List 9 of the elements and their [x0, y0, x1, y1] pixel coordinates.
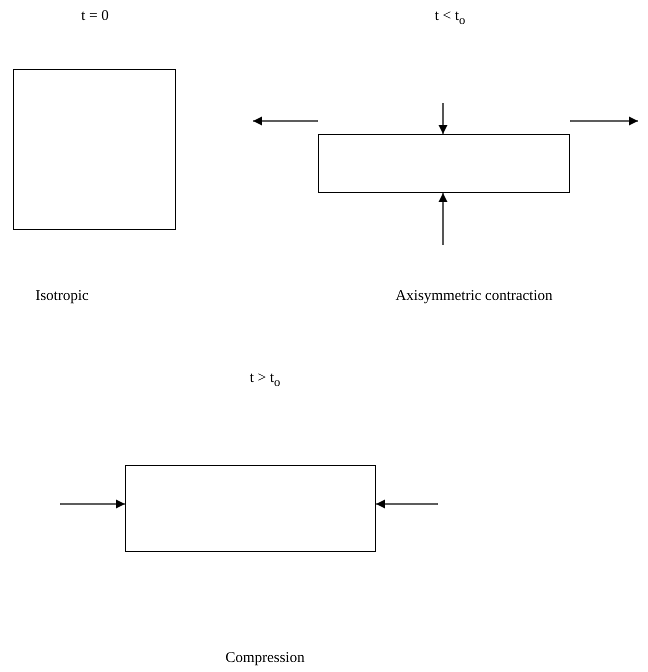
state-caption: Isotropic — [35, 288, 89, 305]
state-caption: Axisymmetric contraction — [395, 288, 553, 305]
time-condition-label: t = 0 — [81, 8, 109, 25]
time-condition-label: t > t$_{o}$ — [250, 370, 280, 390]
square-outline — [13, 69, 176, 230]
state-caption: Compression — [225, 650, 305, 667]
rectangle-outline — [125, 465, 376, 552]
time-condition-label: t < t$_{o}$ — [434, 8, 466, 28]
rectangle-outline — [318, 134, 570, 193]
